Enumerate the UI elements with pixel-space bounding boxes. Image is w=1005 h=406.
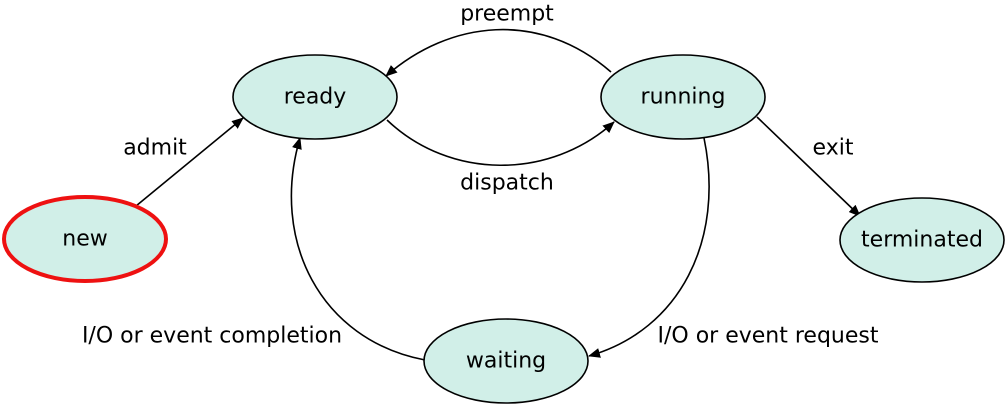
label-admit: admit — [123, 136, 187, 161]
edge-preempt — [385, 28, 612, 77]
state-waiting-label: waiting — [466, 349, 546, 374]
state-waiting-shape — [423, 318, 589, 404]
label-io-completion: I/O or event completion — [82, 324, 342, 349]
label-dispatch: dispatch — [460, 171, 554, 196]
edge-dispatch — [386, 119, 615, 166]
state-ready-shape — [232, 54, 398, 140]
state-running-shape — [600, 54, 766, 140]
state-terminated: terminated — [839, 197, 1005, 283]
edge-exit — [756, 116, 861, 217]
state-terminated-label: terminated — [861, 228, 983, 253]
state-terminated-shape — [839, 197, 1005, 283]
edge-io-request — [588, 137, 710, 358]
state-new-shape — [2, 195, 168, 283]
state-waiting: waiting — [423, 318, 589, 404]
label-preempt: preempt — [460, 2, 554, 27]
edge-io-completion — [290, 137, 426, 361]
state-running-label: running — [641, 85, 726, 110]
state-new-label: new — [62, 227, 107, 252]
label-exit: exit — [813, 136, 854, 161]
state-ready-label: ready — [284, 85, 347, 110]
state-running: running — [600, 54, 766, 140]
edge-admit — [135, 117, 244, 207]
label-io-request: I/O or event request — [658, 324, 879, 349]
state-ready: ready — [232, 54, 398, 140]
state-new: new — [2, 195, 168, 283]
